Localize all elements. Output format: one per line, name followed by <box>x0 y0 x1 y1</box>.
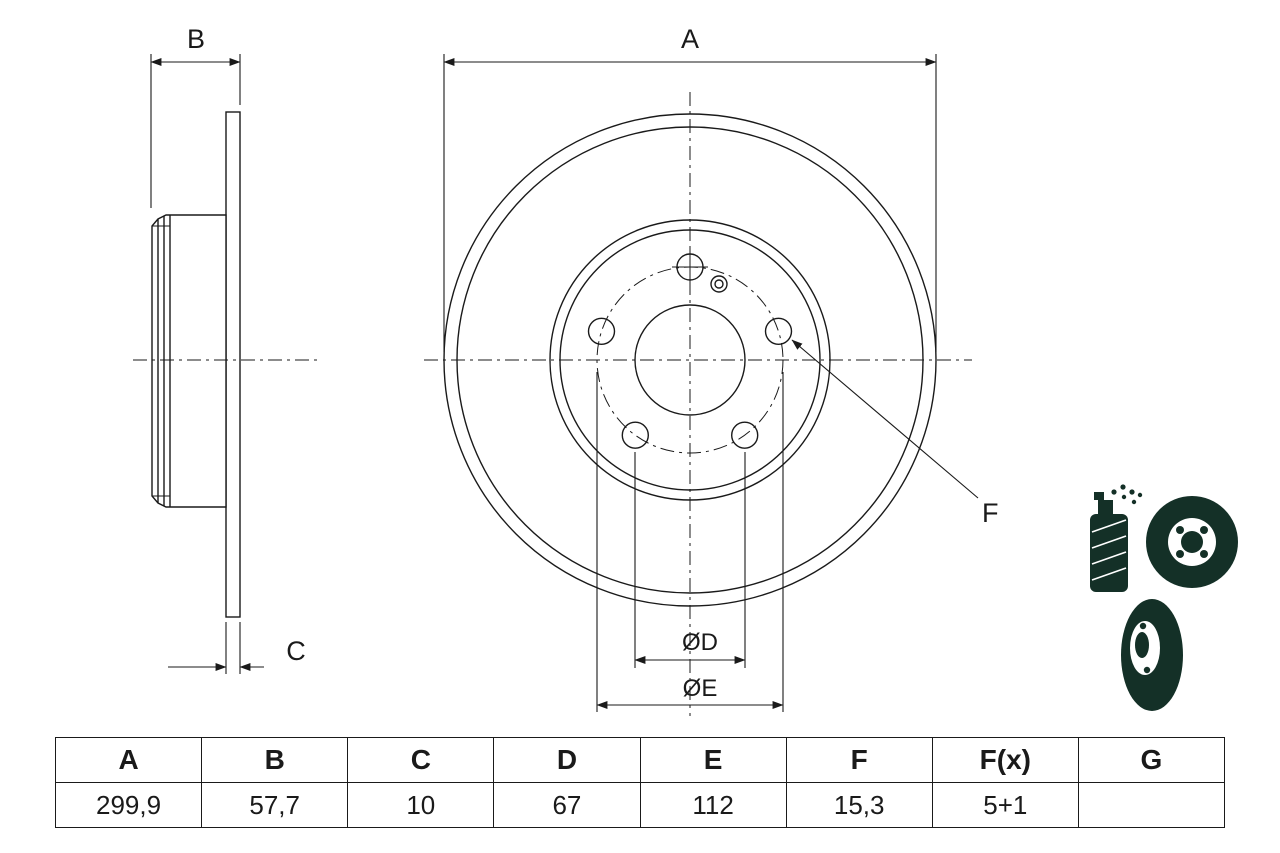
spec-header-c: C <box>347 737 495 783</box>
dim-label-a: A <box>681 24 699 54</box>
spec-value-fx: 5+1 <box>931 782 1079 828</box>
dimension-b: B <box>150 24 241 208</box>
bolt-hole-lower-left <box>621 421 649 449</box>
spec-table: A B C D E F F(x) G 299,9 57,7 10 67 112 … <box>54 737 1226 828</box>
coating-spray-icon <box>1090 484 1238 592</box>
spec-value-g <box>1077 782 1226 828</box>
dim-label-od: ØD <box>682 629 718 656</box>
brake-disc-technical-drawing: B C <box>133 24 1238 716</box>
dim-label-oe: ØE <box>683 675 718 702</box>
spec-header-b: B <box>201 737 349 783</box>
bolt-hole-upper-right <box>764 317 793 345</box>
spec-table-value-row: 299,9 57,7 10 67 112 15,3 5+1 <box>54 782 1226 828</box>
spec-value-e: 112 <box>639 782 787 828</box>
spec-value-a: 299,9 <box>54 782 203 828</box>
spec-header-fx: F(x) <box>931 737 1079 783</box>
dimension-e: ØE <box>596 372 784 712</box>
side-view-disc-plate <box>225 111 241 618</box>
spec-value-d: 67 <box>493 782 641 828</box>
spec-header-g: G <box>1077 737 1226 783</box>
spec-header-d: D <box>493 737 641 783</box>
dim-label-f: F <box>982 498 999 528</box>
front-view <box>424 92 972 716</box>
spec-value-f: 15,3 <box>785 782 933 828</box>
bolt-hole-lower-right <box>731 421 759 449</box>
side-view <box>133 111 322 618</box>
dim-label-b: B <box>187 24 205 54</box>
spec-header-e: E <box>639 737 787 783</box>
spec-value-b: 57,7 <box>201 782 349 828</box>
spec-value-c: 10 <box>347 782 495 828</box>
dimension-d: ØD <box>634 452 746 668</box>
locating-pin-hole <box>710 275 728 293</box>
dimension-c: C <box>168 622 306 674</box>
side-view-hub <box>151 214 227 508</box>
dim-label-c: C <box>286 636 306 666</box>
spec-header-f: F <box>785 737 933 783</box>
bolt-hole-upper-left <box>587 317 616 345</box>
leader-f: F <box>791 339 999 528</box>
spec-header-a: A <box>54 737 203 783</box>
spec-table-header-row: A B C D E F F(x) G <box>54 737 1226 783</box>
dimension-a: A <box>443 24 937 352</box>
brake-disc-icon <box>1121 599 1183 711</box>
